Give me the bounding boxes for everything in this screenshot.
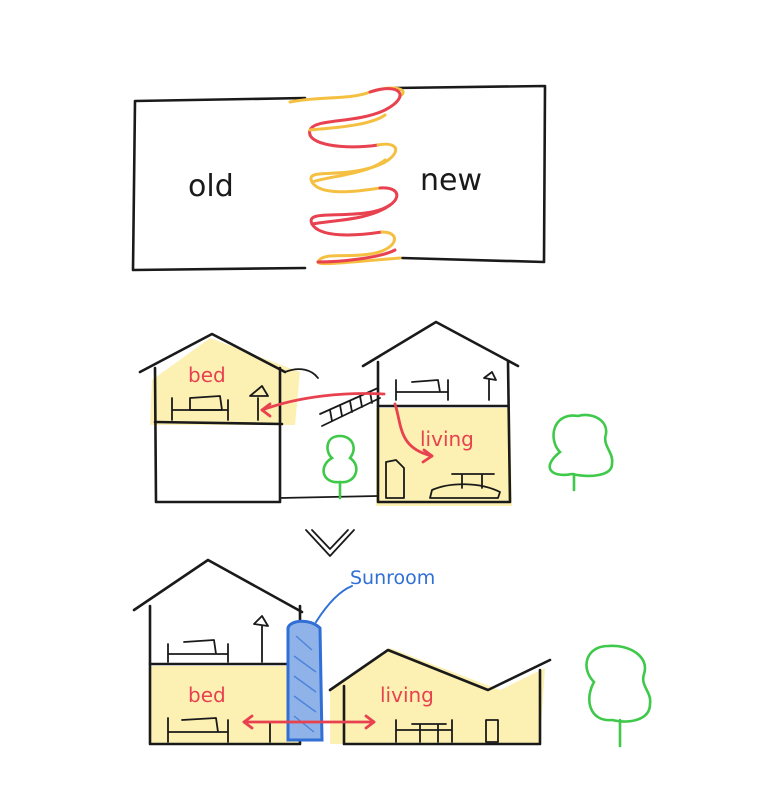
tree-icon (548, 413, 614, 492)
bottom-bed-label: bed (188, 683, 226, 707)
sunroom-leader (315, 585, 353, 623)
old-block-outline (131, 96, 307, 272)
old-new-diagram: old new (131, 84, 547, 272)
tree-icon (322, 434, 358, 500)
right-house-walls (376, 360, 512, 504)
left-house-roof-bottom (132, 558, 304, 614)
right-house-walls-bottom (342, 668, 542, 746)
tree-icon (585, 644, 652, 748)
current-layout-diagram: bed living (138, 320, 614, 506)
bed-icon (167, 639, 229, 663)
bed-icon (395, 379, 449, 401)
left-house-floor (153, 420, 284, 426)
bed-icon (171, 395, 229, 421)
lamp-icon (249, 385, 269, 421)
connector-lines (279, 368, 379, 499)
table-icon (385, 459, 501, 499)
bed-glow-bottom (150, 666, 300, 744)
lamp-icon (483, 371, 497, 401)
right-house-roof (361, 320, 520, 368)
new-label: new (420, 163, 482, 198)
left-house-roof (138, 332, 287, 374)
new-block-outline (393, 84, 547, 264)
connection-coil (288, 86, 405, 266)
sunroom-label: Sunroom (350, 567, 435, 589)
old-label: old (188, 169, 234, 204)
table-icon (395, 719, 499, 743)
right-house-roof-bottom (328, 648, 552, 692)
living-glow (376, 408, 512, 506)
bottom-living-label: living (380, 683, 434, 707)
left-house-walls (153, 366, 282, 504)
middle-bed-label: bed (188, 363, 226, 387)
middle-living-label: living (420, 427, 474, 451)
new-layout-diagram: Sunroom bed living (132, 558, 652, 748)
chevron-down-icon (305, 529, 355, 557)
lamp-icon (253, 615, 269, 663)
